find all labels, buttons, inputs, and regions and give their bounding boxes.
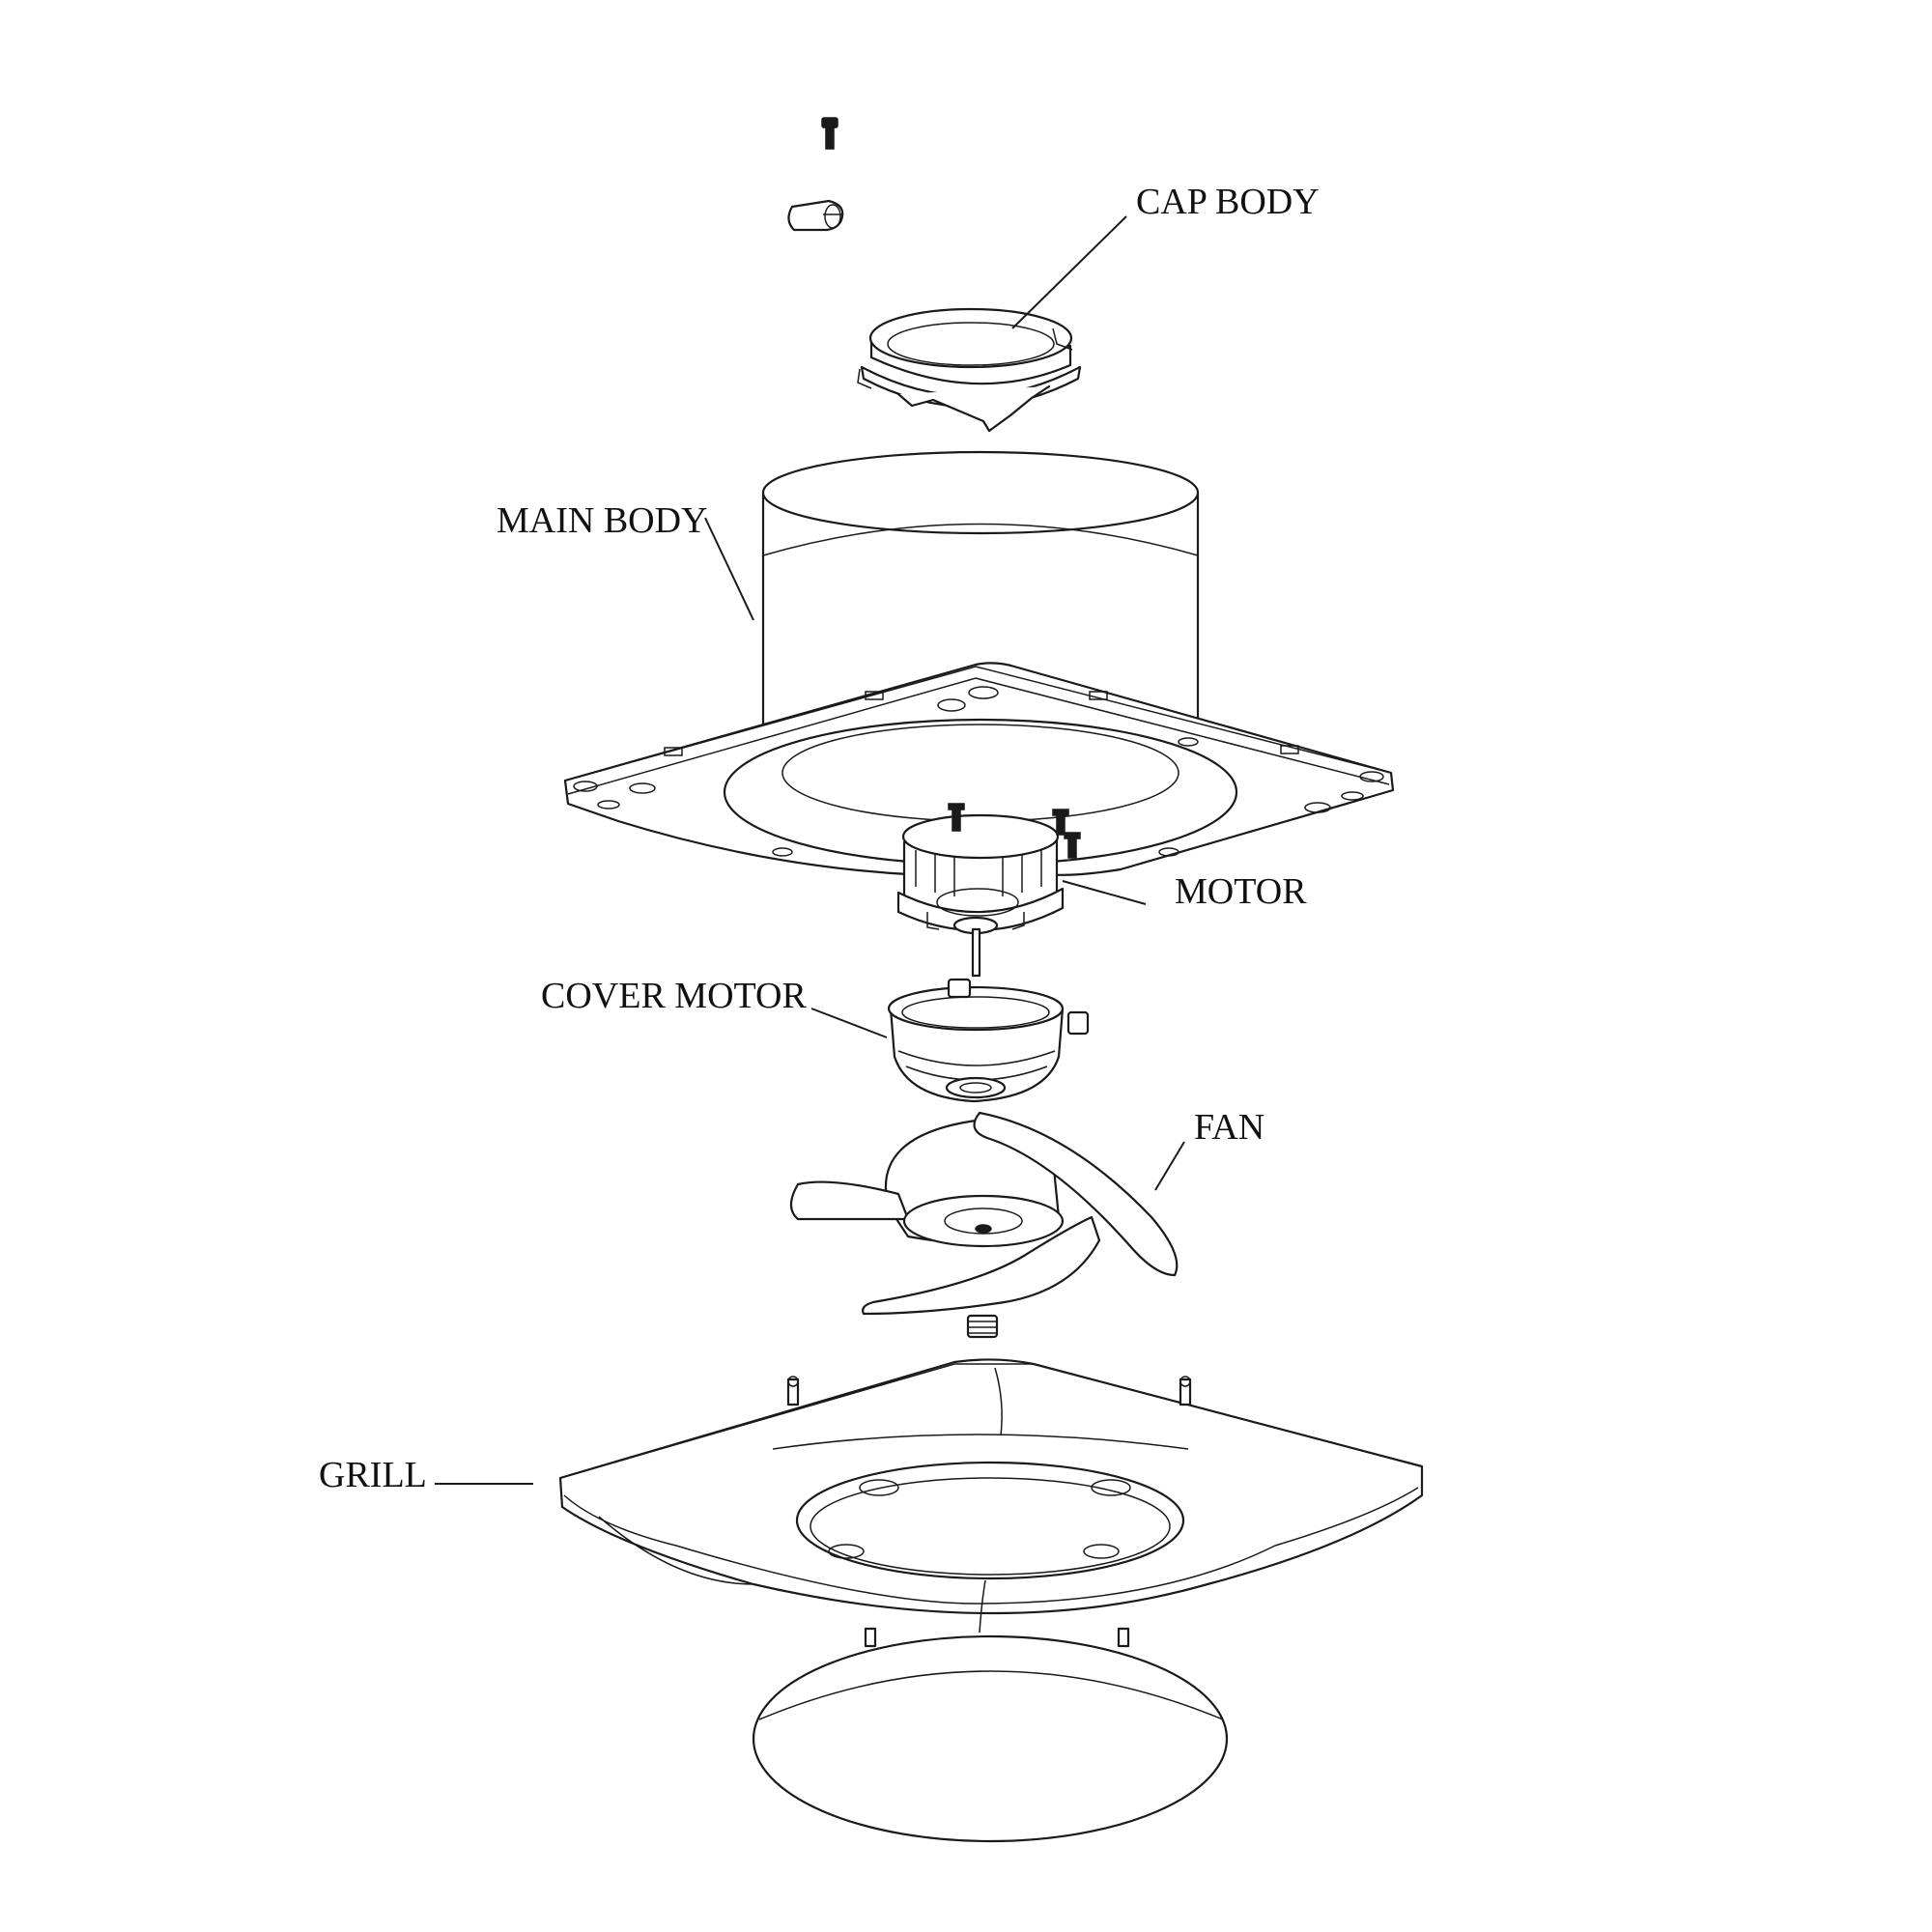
- leader-cover-motor: [810, 1008, 888, 1038]
- cap-body-part: [857, 307, 1082, 433]
- grill-part: [558, 1358, 1424, 1634]
- label-cap-body: CAP BODY: [1136, 182, 1320, 222]
- leader-motor: [1062, 880, 1147, 905]
- label-cover-motor: COVER MOTOR: [541, 976, 807, 1016]
- leader-lines: [435, 215, 1185, 1485]
- label-fan: FAN: [1194, 1107, 1265, 1148]
- label-main-body: MAIN BODY: [497, 500, 708, 541]
- label-motor: MOTOR: [1175, 871, 1307, 912]
- front-cover-plate: [752, 1627, 1229, 1843]
- clip-nut: [787, 199, 844, 232]
- motor-part: [896, 803, 1081, 978]
- fan-part: [789, 1111, 1179, 1339]
- leader-main-body: [704, 517, 754, 621]
- label-grill: GRILL: [319, 1455, 427, 1495]
- main-body-part: [563, 450, 1395, 878]
- cover-motor-part: [887, 978, 1090, 1103]
- leader-cap-body: [1011, 215, 1127, 329]
- leader-fan: [1154, 1141, 1185, 1191]
- screw-top: [821, 117, 838, 150]
